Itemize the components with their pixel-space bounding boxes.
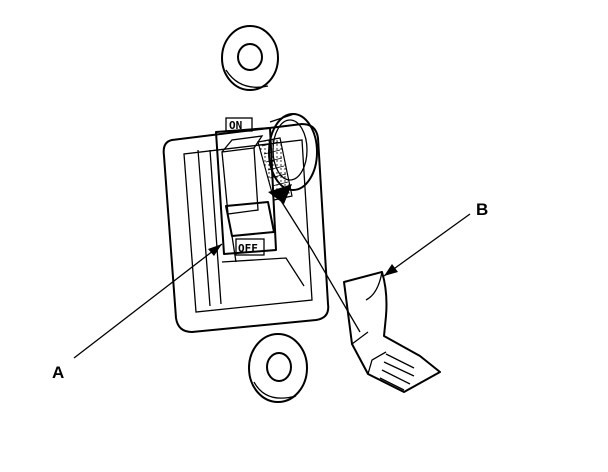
connection-line [277,195,361,333]
bottom-mounting-screw [248,333,308,403]
callout-b: B [383,200,488,277]
off-label: OFF [238,242,258,255]
rocker-switch: ON OFF [215,117,277,263]
side-dial [257,113,318,204]
callout-b-label: B [476,200,488,219]
top-mounting-screw [221,25,279,91]
callout-a: A [52,243,223,382]
callout-a-label: A [52,363,64,382]
on-label: ON [229,119,242,132]
switch-panel [162,123,330,333]
retaining-clip [343,271,441,393]
